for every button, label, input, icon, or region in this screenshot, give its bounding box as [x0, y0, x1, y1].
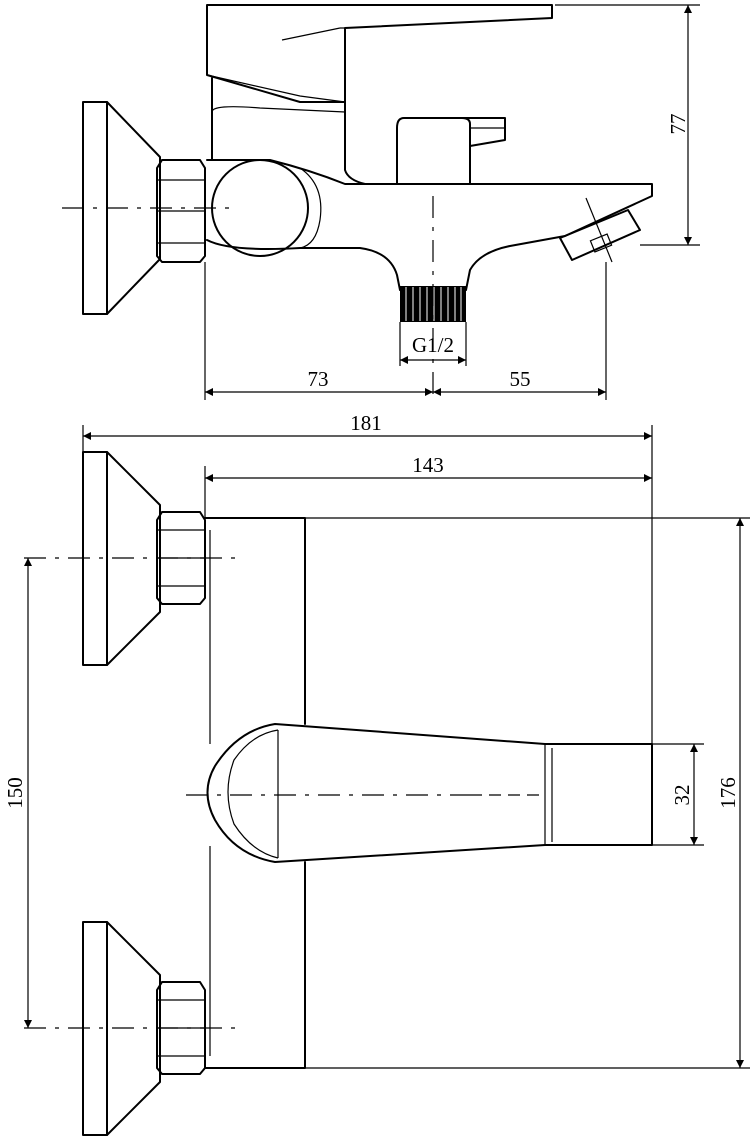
plan-view: 181 143 150 32 176 [3, 411, 750, 1136]
lever-handle-plan [206, 723, 653, 863]
center-distance-label: 150 [3, 777, 27, 809]
body-width-label: 143 [412, 453, 444, 477]
spout-aerator [559, 197, 641, 263]
dimension-body-width: 143 [204, 453, 652, 518]
lever-handle-side [206, 4, 553, 103]
hex-nut-top [156, 159, 206, 263]
offset-left-label: 73 [308, 367, 329, 391]
dimension-overall-width: 181 [82, 411, 653, 744]
mixer-body-side [206, 117, 653, 291]
dimension-center-distance: 150 [3, 558, 32, 1028]
spout-height-label: 77 [666, 114, 690, 135]
offset-right-label: 55 [510, 367, 531, 391]
thread-label: G1/2 [412, 333, 454, 357]
handle-width-label: 32 [670, 785, 694, 806]
dimension-handle-width: 32 [652, 743, 704, 846]
hex-nut-lower [156, 981, 206, 1075]
side-elevation-view: 77 G1/2 73 55 [62, 4, 700, 400]
mixer-body-plan [204, 517, 306, 1069]
dimension-body-height: 176 [305, 517, 750, 1069]
overall-width-label: 181 [350, 411, 382, 435]
body-height-label: 176 [716, 777, 740, 809]
dimension-offsets: 73 55 [204, 262, 607, 400]
dimension-thread: G1/2 [399, 322, 467, 366]
dimension-spout-height: 77 [555, 4, 700, 246]
